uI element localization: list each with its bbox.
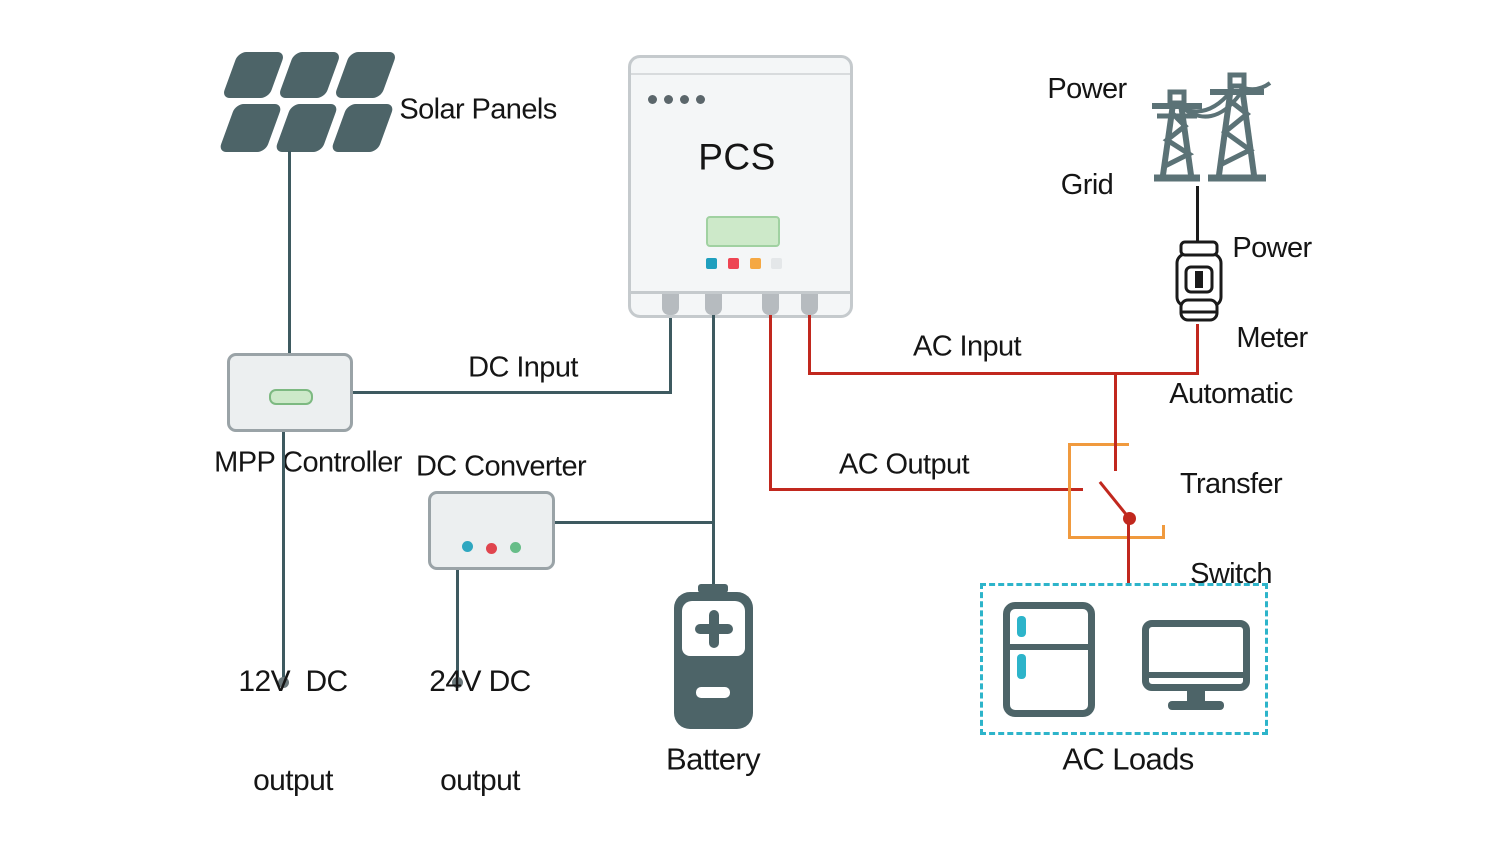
wire-meter-to-ac-input xyxy=(1196,324,1199,375)
ats-box-bottom xyxy=(1068,536,1165,539)
power-meter-label: Power Meter xyxy=(1232,173,1312,413)
fridge-icon xyxy=(1003,602,1095,717)
transfer-switch-label: Automatic Transfer Switch xyxy=(1169,319,1293,649)
wire-ac-output-vertical xyxy=(769,315,772,491)
ac-output-label: AC Output xyxy=(839,448,970,481)
dc-converter-icon xyxy=(428,491,555,570)
wire-dc-input-vertical xyxy=(669,315,672,394)
24v-line1: 24V DC xyxy=(429,665,531,698)
mpp-indicator xyxy=(269,389,313,405)
wire-ac-input-horizontal xyxy=(808,372,1199,375)
pcs-connector-leg xyxy=(705,294,722,315)
pcs-indicator-gray xyxy=(771,258,782,269)
power-meter-icon xyxy=(1175,240,1223,322)
wire-switch-to-loads xyxy=(1127,524,1130,584)
24v-dc-output-label: 24V DC output xyxy=(429,599,531,843)
dc-converter-label: DC Converter xyxy=(415,450,587,483)
solar-panel-array-icon xyxy=(218,104,395,152)
solar-panel-cell xyxy=(274,104,339,152)
wire-converter-to-battery xyxy=(555,521,714,524)
solar-panel-array-icon xyxy=(221,52,398,98)
solar-panel-cell xyxy=(218,104,283,152)
monitor-chin xyxy=(1149,672,1243,678)
pcs-vent-dot xyxy=(680,95,689,104)
pcs-vent-dot xyxy=(664,95,673,104)
solar-panel-cell xyxy=(221,52,286,98)
battery-label: Battery xyxy=(665,741,761,777)
pcs-vent-dot xyxy=(696,95,705,104)
pcs-connector-leg xyxy=(662,294,679,315)
solar-panels-label: Solar Panels xyxy=(399,93,557,126)
wire-ac-output-horizontal xyxy=(769,488,1083,491)
converter-led-red xyxy=(486,543,497,554)
mpp-controller-icon xyxy=(227,353,353,432)
ats-box-top xyxy=(1068,443,1129,446)
pcs-display-screen xyxy=(706,216,780,247)
power-grid-line2: Grid xyxy=(1060,169,1114,201)
pcs-bottom-rail xyxy=(631,291,850,294)
wire-grid-to-meter xyxy=(1196,186,1199,242)
ac-input-label: AC Input xyxy=(912,330,1022,363)
power-grid-towers-icon xyxy=(1152,72,1272,182)
wire-pcs-to-battery xyxy=(712,315,715,585)
ats-box-left xyxy=(1068,443,1071,539)
ac-loads-label: AC Loads xyxy=(1062,741,1194,777)
pcs-vent-dot xyxy=(648,95,657,104)
12v-terminal-dot xyxy=(278,677,289,688)
fridge-handle xyxy=(1017,616,1026,637)
monitor-stand-base xyxy=(1168,701,1224,710)
pcs-label: PCS xyxy=(698,136,776,178)
wire-ac-input-vertical-pcs xyxy=(808,315,811,375)
fridge-divider xyxy=(1010,644,1088,650)
power-meter-line1: Power xyxy=(1232,232,1312,264)
solar-panel-cell xyxy=(330,104,395,152)
mpp-controller-label: MPP Controller xyxy=(214,446,402,479)
solar-panel-cell xyxy=(277,52,342,98)
wire-ac-input-to-switch xyxy=(1114,375,1117,471)
pcs-indicator-red xyxy=(728,258,739,269)
power-grid-line1: Power xyxy=(1047,73,1127,105)
24v-line2: output xyxy=(440,764,520,797)
wire-mpp-to-12v xyxy=(282,432,285,679)
wire-solar-to-mpp xyxy=(288,151,291,354)
monitor-icon xyxy=(1142,620,1250,691)
pcs-indicator-orange xyxy=(750,258,761,269)
fridge-handle xyxy=(1017,654,1026,679)
battery-icon xyxy=(674,592,753,729)
12v-dc-output-label: 12V DC output xyxy=(238,599,348,843)
ats-line2: Transfer xyxy=(1179,468,1283,500)
battery-minus-icon xyxy=(696,687,730,698)
12v-line1: 12V DC xyxy=(238,665,348,698)
monitor-stand-post xyxy=(1187,691,1205,702)
converter-led-blue xyxy=(462,541,473,552)
battery-plus-icon xyxy=(709,610,719,648)
power-grid-label: Power Grid xyxy=(1047,9,1127,265)
switch-pivot-dot xyxy=(1123,512,1136,525)
power-meter-line2: Meter xyxy=(1236,322,1308,354)
wire-dc-input-horizontal xyxy=(353,391,672,394)
pcs-unit-icon xyxy=(628,55,853,318)
battery-terminal xyxy=(698,584,728,593)
dc-input-label: DC Input xyxy=(468,351,578,384)
ats-line1: Automatic xyxy=(1169,378,1293,410)
ac-loads-box xyxy=(980,583,1268,735)
converter-led-green xyxy=(510,542,521,553)
pcs-connector-leg xyxy=(801,294,818,315)
24v-terminal-dot xyxy=(452,677,463,688)
solar-panel-cell xyxy=(333,52,398,98)
wire-converter-to-24v xyxy=(456,570,459,679)
pcs-indicator-blue xyxy=(706,258,717,269)
pcs-header-divider xyxy=(631,73,850,75)
12v-line2: output xyxy=(253,764,333,797)
pcs-connector-leg xyxy=(762,294,779,315)
ats-box-right-stub xyxy=(1162,525,1165,539)
